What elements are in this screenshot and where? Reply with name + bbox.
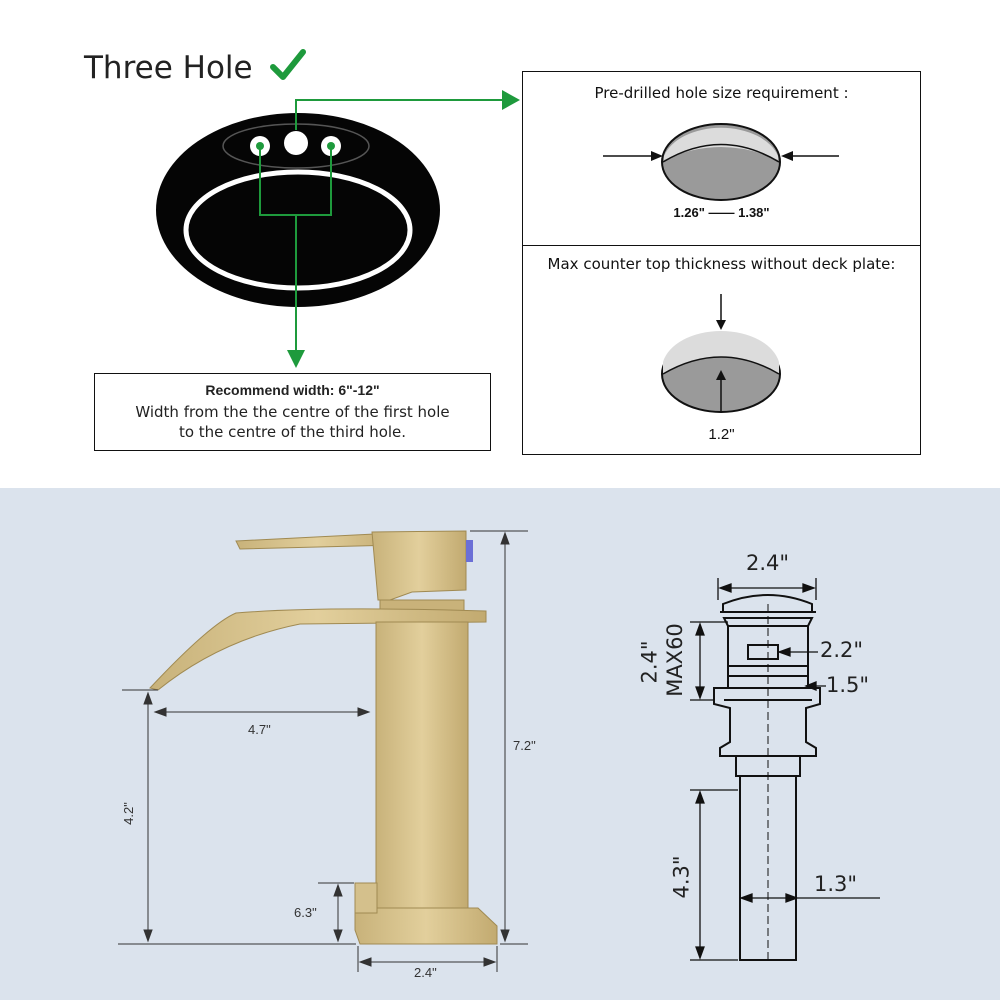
recommend-line-2: to the centre of the third hole. xyxy=(178,423,407,441)
base-height-label: 6.3" xyxy=(294,905,317,920)
dimension-panel xyxy=(0,488,1000,1000)
drain-overflow-width-label: 2.2" xyxy=(820,638,864,662)
hole-center xyxy=(284,131,308,155)
predrilled-title: Pre-drilled hole size requirement : xyxy=(594,84,849,102)
hole-icon xyxy=(603,123,839,413)
sink-icon xyxy=(156,90,520,368)
divider xyxy=(523,245,920,246)
thickness-title: Max counter top thickness without deck p… xyxy=(547,255,896,273)
drain-thread-width-label: 1.5" xyxy=(826,673,870,697)
thickness-value: 1.2" xyxy=(708,426,735,443)
recommend-description: Width from the the centre of the first h… xyxy=(95,402,490,442)
drain-cap-width-label: 2.4" xyxy=(746,551,790,575)
recommend-line-1: Width from the the centre of the first h… xyxy=(135,403,450,421)
spout-reach-label: 4.7" xyxy=(248,722,271,737)
hole-requirements-box: Pre-drilled hole size requirement : 1.26… xyxy=(522,71,921,455)
drain-tail-width-label: 1.3" xyxy=(814,872,858,896)
drain-max-label: MAX60 xyxy=(662,623,687,697)
section-title: Three Hole xyxy=(84,50,253,86)
recommend-title: Recommend width: 6"-12" xyxy=(205,382,380,398)
base-width-label: 2.4" xyxy=(414,965,437,980)
spout-height-label: 4.2" xyxy=(120,802,136,825)
predrilled-range: 1.26" —— 1.38" xyxy=(673,205,770,220)
drain-body-height-label: 2.4" xyxy=(637,640,662,684)
total-height-label: 7.2" xyxy=(513,738,536,753)
drain-tail-height-label: 4.3" xyxy=(669,855,694,899)
check-icon xyxy=(270,49,306,80)
recommend-width-box: Recommend width: 6"-12" Width from the t… xyxy=(94,373,491,451)
